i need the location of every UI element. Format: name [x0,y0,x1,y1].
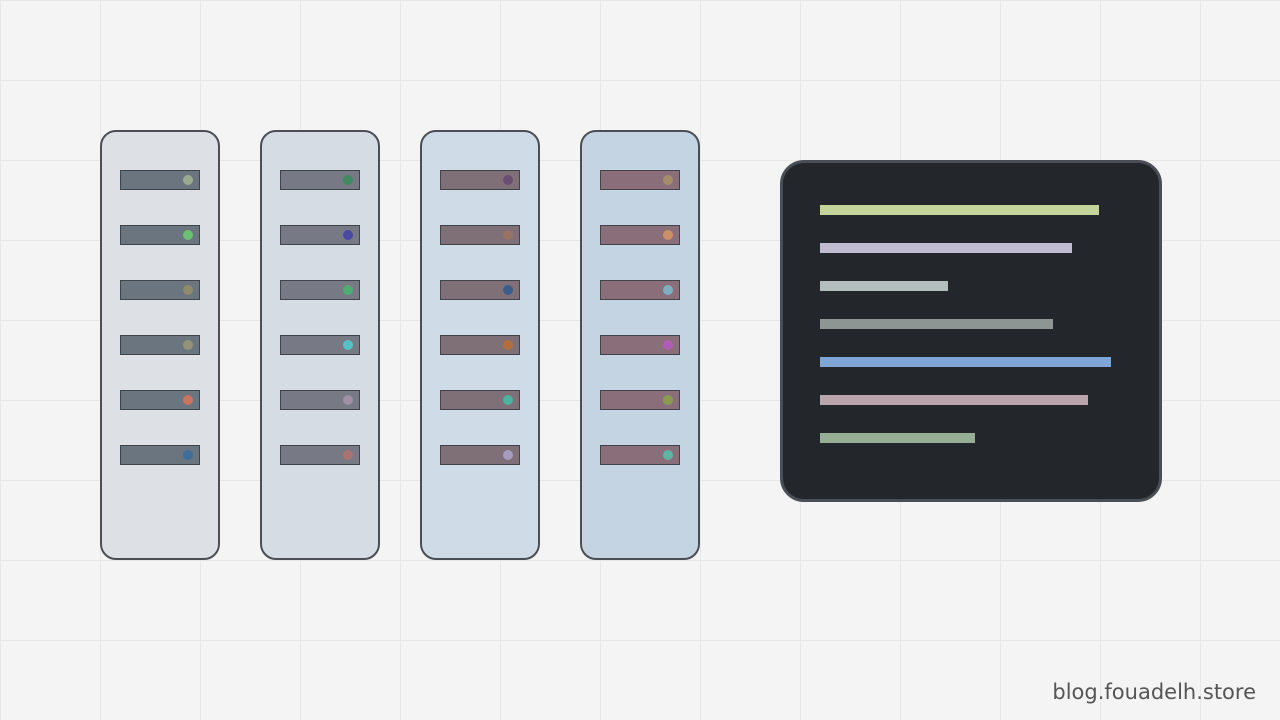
terminal-line [820,243,1072,253]
status-led-icon [183,230,193,240]
watermark: blog.fouadelh.store [1052,680,1256,704]
server-unit [440,170,520,190]
server-unit [120,170,200,190]
status-led-icon [663,340,673,350]
server-unit [440,390,520,410]
status-led-icon [343,395,353,405]
status-led-icon [183,450,193,460]
server-unit [280,170,360,190]
status-led-icon [503,230,513,240]
server-unit [280,225,360,245]
status-led-icon [663,285,673,295]
status-led-icon [343,230,353,240]
terminal-line [820,395,1088,405]
server-unit [120,390,200,410]
terminal-line [820,281,948,291]
server-unit [120,335,200,355]
rack-2 [260,130,380,560]
status-led-icon [503,285,513,295]
server-unit [280,280,360,300]
terminal-line [820,357,1111,367]
rack-3 [420,130,540,560]
server-unit [120,280,200,300]
status-led-icon [663,175,673,185]
status-led-icon [343,175,353,185]
server-unit [440,335,520,355]
server-unit [600,445,680,465]
status-led-icon [183,340,193,350]
status-led-icon [663,450,673,460]
server-unit [280,335,360,355]
status-led-icon [183,175,193,185]
server-unit [440,225,520,245]
status-led-icon [503,175,513,185]
status-led-icon [663,230,673,240]
rack-1 [100,130,220,560]
server-unit [600,390,680,410]
status-led-icon [343,340,353,350]
status-led-icon [343,285,353,295]
terminal-line [820,433,975,443]
server-unit [280,390,360,410]
status-led-icon [663,395,673,405]
status-led-icon [183,395,193,405]
terminal-line [820,205,1099,215]
server-unit [440,445,520,465]
status-led-icon [503,340,513,350]
server-unit [120,225,200,245]
server-unit [600,335,680,355]
server-unit [600,225,680,245]
status-led-icon [503,450,513,460]
server-unit [600,280,680,300]
status-led-icon [343,450,353,460]
server-unit [280,445,360,465]
server-unit [600,170,680,190]
status-led-icon [503,395,513,405]
terminal-window [780,160,1162,502]
status-led-icon [183,285,193,295]
server-unit [440,280,520,300]
server-unit [120,445,200,465]
terminal-line [820,319,1053,329]
rack-4 [580,130,700,560]
